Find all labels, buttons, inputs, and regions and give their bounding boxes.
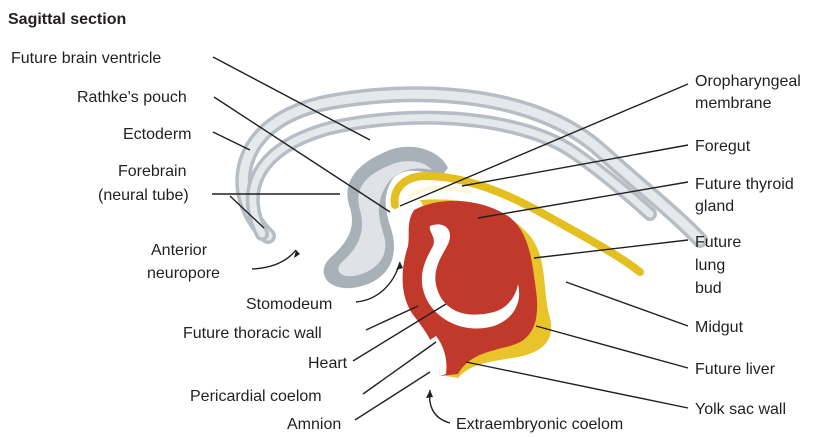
- label-midgut: Midgut: [695, 319, 744, 336]
- leader-future-liver: [536, 326, 688, 368]
- heart-region: [403, 199, 552, 378]
- label-oropharyngeal-2: membrane: [695, 95, 772, 112]
- label-future-lung-2: lung: [695, 257, 725, 274]
- right-labels: Oropharyngeal membrane Foregut Future th…: [695, 73, 801, 418]
- diagram-title: Sagittal section: [8, 11, 126, 28]
- label-future-liver: Future liver: [695, 361, 776, 378]
- label-future-thoracic-wall: Future thoracic wall: [183, 325, 322, 342]
- label-forebrain-2: (neural tube): [98, 187, 189, 204]
- leader-amnion: [355, 372, 430, 420]
- leader-pericardial-coelom: [363, 342, 436, 394]
- label-amnion: Amnion: [287, 416, 341, 433]
- leader-ectoderm: [213, 132, 250, 150]
- label-future-lung-1: Future: [695, 234, 741, 251]
- label-anterior-neuropore-1: Anterior: [151, 242, 208, 259]
- label-future-thyroid-2: gland: [695, 198, 734, 215]
- label-anterior-neuropore-2: neuropore: [147, 265, 220, 282]
- label-future-brain-ventricle: Future brain ventricle: [11, 50, 161, 67]
- arrow-stomodeum: [396, 262, 403, 270]
- label-forebrain-1: Forebrain: [118, 163, 186, 180]
- label-yolk-sac-wall: Yolk sac wall: [695, 401, 786, 418]
- label-pericardial-coelom: Pericardial coelom: [190, 388, 322, 405]
- label-rathkes-pouch: Rathke's pouch: [77, 89, 187, 106]
- label-foregut: Foregut: [695, 138, 751, 155]
- label-stomodeum: Stomodeum: [246, 296, 332, 313]
- label-future-lung-3: bud: [695, 280, 722, 297]
- label-extraembryonic-coelom: Extraembryonic coelom: [456, 416, 623, 433]
- arrow-extraembryonic-coelom: [426, 390, 433, 398]
- label-ectoderm: Ectoderm: [123, 126, 191, 143]
- leader-anterior-neuropore: [252, 250, 296, 269]
- leader-yolk-sac-wall: [466, 362, 688, 408]
- leader-midgut: [566, 282, 688, 326]
- label-future-thyroid-1: Future thyroid: [695, 176, 794, 193]
- label-heart: Heart: [308, 355, 348, 372]
- label-oropharyngeal-1: Oropharyngeal: [695, 73, 801, 90]
- leader-extraembryonic-coelom: [430, 390, 450, 423]
